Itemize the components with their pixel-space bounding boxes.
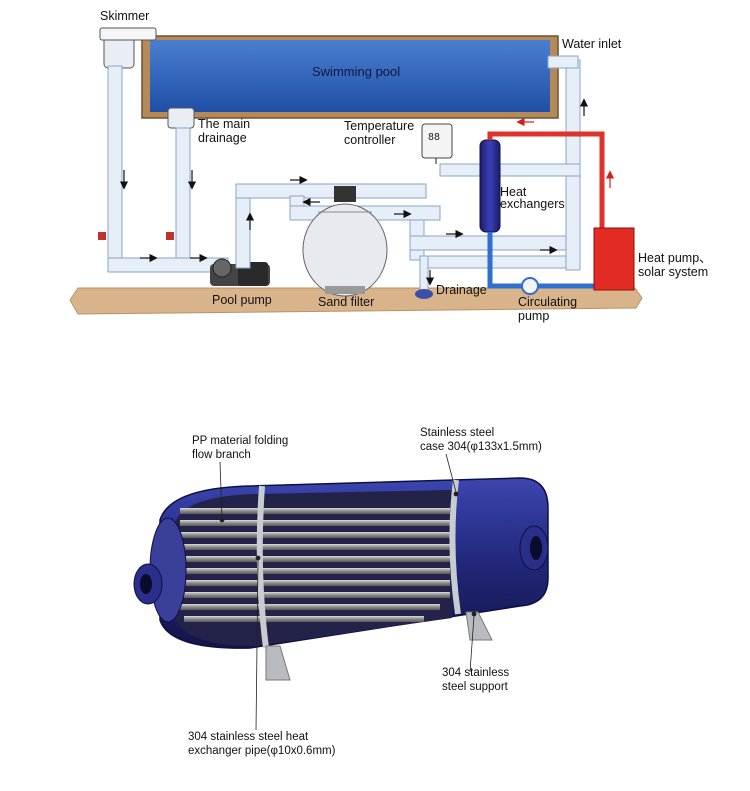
pool-label: Swimming pool	[312, 64, 400, 79]
pool-pump-label: Pool pump	[212, 293, 272, 307]
heat-exchanger-label-1: Heat	[500, 185, 527, 199]
support-label-2: steel support	[442, 681, 509, 693]
pipe-label-1: 304 stainless steel heat	[188, 731, 309, 743]
heat-exchanger	[479, 139, 501, 233]
sand-filter-label: Sand filter	[318, 295, 374, 309]
hot-pipe	[487, 131, 605, 228]
sand-filter	[302, 186, 388, 297]
case-label-2: case 304(φ133x1.5mm)	[420, 441, 542, 453]
circ-pump-label-2: pump	[518, 309, 549, 323]
pp-branch-label-2: flow branch	[192, 449, 251, 461]
temp-controller-label-1: Temperature	[344, 119, 414, 133]
pipe-label-2: exchanger pipe(φ10x0.6mm)	[188, 745, 336, 757]
temp-controller-label-2: controller	[344, 133, 395, 147]
valve-1	[98, 232, 106, 240]
main-drainage-label-1: The main	[198, 117, 250, 131]
heat-pump-label-1: Heat pump、	[638, 251, 712, 265]
heat-pump-label-2: solar system	[638, 265, 708, 279]
pressure-pipes	[235, 55, 581, 271]
flow-arrows	[119, 98, 589, 286]
drainage-label: Drainage	[436, 283, 487, 297]
controller-display: 88	[428, 132, 440, 143]
skimmer-lid	[99, 27, 157, 41]
cold-pipe	[487, 232, 594, 289]
pool-water	[150, 40, 550, 112]
water-inlet-label: Water inlet	[562, 37, 622, 51]
case-label-1: Stainless steel	[420, 427, 494, 439]
product-diagram: PP material folding flow branch Stainles…	[133, 427, 549, 757]
pool-pump	[210, 258, 270, 286]
heat-exchanger-label-2: exchangers	[500, 197, 565, 211]
suction-pipes	[107, 65, 229, 273]
hot-arrows	[516, 117, 615, 188]
ground	[69, 287, 643, 315]
temperature-controller	[421, 123, 453, 159]
support-label-1: 304 stainless	[442, 667, 509, 679]
drainage-pipe	[419, 255, 429, 291]
valve-2	[166, 232, 174, 240]
main-drainage-label-2: drainage	[198, 131, 247, 145]
drainage-bowl	[415, 289, 433, 299]
circ-pump-label-1: Circulating	[518, 295, 577, 309]
heat-pump-box	[593, 227, 635, 291]
circulating-pump	[521, 277, 539, 295]
exchanger-tubes	[180, 508, 450, 622]
main-drain	[167, 107, 195, 129]
pp-branch-label-1: PP material folding	[192, 435, 288, 447]
leader-lines	[219, 453, 477, 731]
skimmer-label: Skimmer	[100, 9, 149, 23]
system-diagram: Swimming pool Skimmer The main drainage …	[69, 9, 712, 323]
